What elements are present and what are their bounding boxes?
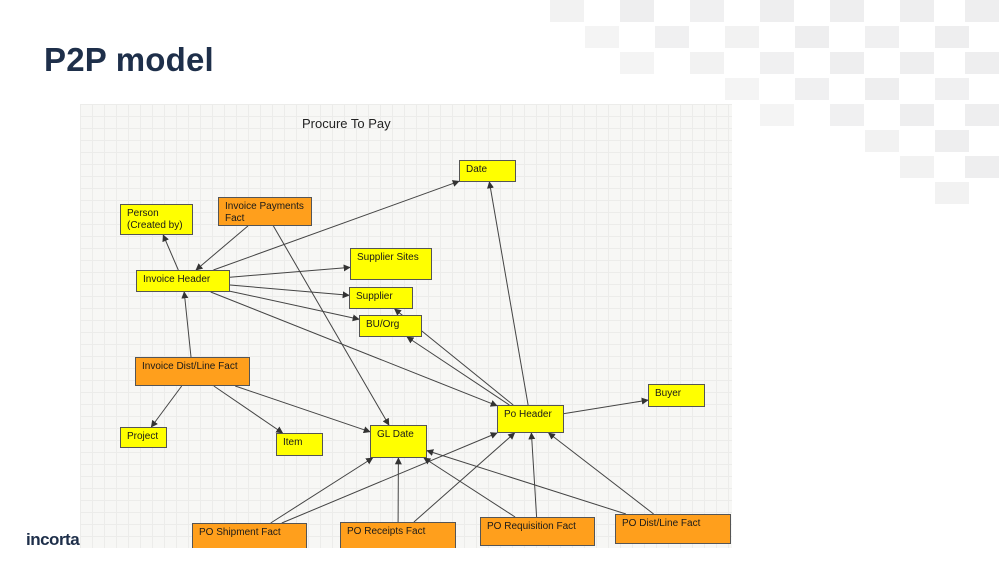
edge-invoice-dist-to-invoice-header [181, 291, 192, 358]
node-invoice-payments: Invoice Payments Fact [218, 197, 312, 226]
node-po-header: Po Header [497, 405, 564, 433]
node-po-receipts: PO Receipts Fact [340, 522, 456, 548]
edge-po-shipment-to-gl-date [270, 457, 374, 524]
node-po-requisition: PO Requisition Fact [480, 517, 595, 546]
edge-invoice-dist-to-gl-date [235, 385, 371, 434]
edge-invoice-dist-to-project [150, 385, 183, 428]
node-po-dist: PO Dist/Line Fact [615, 514, 731, 544]
edge-invoice-header-to-person [162, 234, 179, 271]
edge-invoice-header-to-supplier [229, 284, 350, 299]
node-person: Person (Created by) [120, 204, 193, 235]
edge-po-requisition-to-po-header [528, 432, 538, 518]
edge-invoice-dist-to-item [213, 385, 284, 434]
edge-po-header-to-buyer [563, 397, 649, 415]
edge-po-requisition-to-gl-date [423, 457, 516, 518]
edge-po-dist-to-gl-date [426, 449, 627, 515]
node-bu-org: BU/Org [359, 315, 422, 337]
node-project: Project [120, 427, 167, 448]
node-gl-date: GL Date [370, 425, 427, 458]
background-decoration [550, 0, 999, 204]
edge-po-header-to-bu-org [406, 336, 510, 406]
node-date: Date [459, 160, 516, 182]
node-item: Item [276, 433, 323, 456]
edge-invoice-header-to-bu-org [229, 290, 360, 322]
edge-invoice-header-to-date [213, 180, 460, 271]
edge-po-dist-to-po-header [548, 432, 654, 515]
edge-po-header-to-date [487, 181, 529, 406]
edge-po-shipment-to-po-header [281, 432, 498, 524]
diagram-title: Procure To Pay [302, 116, 391, 131]
edge-invoice-header-to-po-header [210, 291, 498, 407]
edge-po-receipts-to-po-header [413, 432, 516, 523]
edge-invoice-payments-to-gl-date [272, 225, 390, 426]
page-title: P2P model [44, 41, 214, 78]
node-invoice-dist: Invoice Dist/Line Fact [135, 357, 250, 386]
incorta-logo: incorta [26, 530, 80, 549]
edge-invoice-payments-to-invoice-header [195, 225, 249, 271]
edge-invoice-header-to-supplier-sites [229, 264, 351, 278]
edge-layer [150, 180, 654, 524]
node-buyer: Buyer [648, 384, 705, 407]
node-supplier-sites: Supplier Sites [350, 248, 432, 280]
node-invoice-header: Invoice Header [136, 270, 230, 292]
node-supplier: Supplier [349, 287, 413, 309]
node-po-shipment: PO Shipment Fact [192, 523, 307, 548]
